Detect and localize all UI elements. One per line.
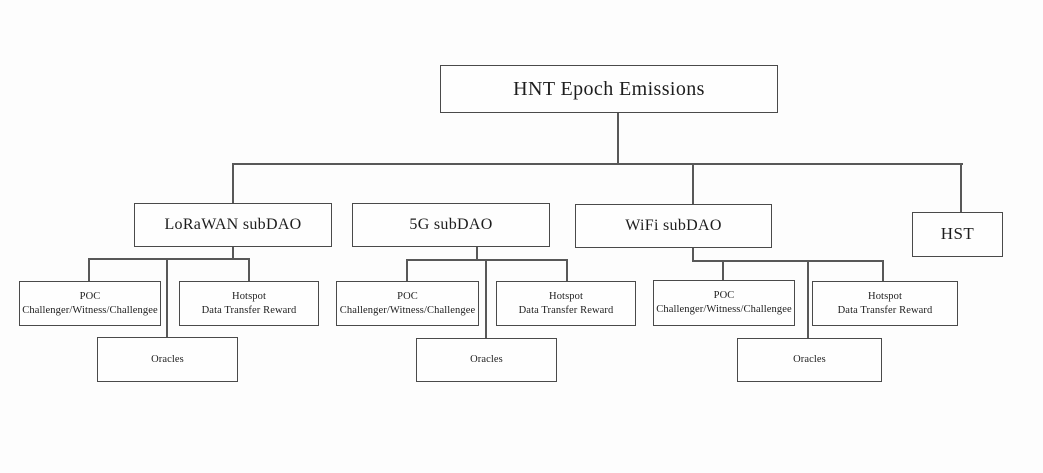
connector-wifi-top-stub (692, 163, 694, 205)
connector-lorawan-poc-stub (88, 258, 90, 282)
lorawan-hotspot-line2: Data Transfer Reward (201, 304, 297, 316)
node-hst: HST (912, 212, 1003, 257)
connector-5g-branch-bus (406, 259, 568, 261)
root-label: HNT Epoch Emissions (513, 78, 705, 100)
lorawan-hotspot-line1: Hotspot (232, 290, 266, 302)
wifi-poc-line2: Challenger/Witness/Challengee (656, 304, 792, 315)
node-5g-oracles: Oracles (416, 338, 557, 382)
wifi-oracles-label: Oracles (793, 354, 826, 366)
node-wifi-oracles: Oracles (737, 338, 882, 382)
lorawan-poc-line1: POC (79, 290, 101, 302)
connector-root-stub (617, 112, 619, 165)
connector-wifi-bottom-stub (692, 248, 694, 262)
node-wifi-hotspot: Hotspot Data Transfer Reward (812, 281, 958, 326)
wifi-hotspot-line2: Data Transfer Reward (837, 304, 933, 316)
connector-5g-oracles-line (485, 259, 487, 339)
connector-lorawan-bottom-stub (232, 247, 234, 260)
node-lorawan-poc: POC Challenger/Witness/Challengee (19, 281, 161, 326)
connector-wifi-hotspot-stub (882, 260, 884, 282)
lorawan-subdao-label: LoRaWAN subDAO (164, 215, 302, 233)
node-5g-hotspot: Hotspot Data Transfer Reward (496, 281, 636, 326)
node-wifi-subdao: WiFi subDAO (575, 204, 772, 248)
5g-hotspot-line2: Data Transfer Reward (518, 304, 614, 316)
lorawan-poc-line2: Challenger/Witness/Challengee (22, 304, 158, 316)
hst-label: HST (940, 224, 975, 244)
connector-lorawan-top-stub (232, 163, 234, 204)
connector-5g-bottom-stub (476, 247, 478, 261)
node-lorawan-subdao: LoRaWAN subDAO (134, 203, 332, 247)
5g-oracles-label: Oracles (470, 354, 503, 366)
5g-poc-line1: POC (397, 290, 418, 302)
wifi-poc-line1: POC (713, 290, 735, 302)
connector-wifi-poc-stub (722, 260, 724, 281)
node-5g-poc: POC Challenger/Witness/Challengee (336, 281, 479, 326)
connector-hst-top-stub (960, 163, 962, 213)
connector-5g-hotspot-stub (566, 259, 568, 282)
node-lorawan-hotspot: Hotspot Data Transfer Reward (179, 281, 319, 326)
node-lorawan-oracles: Oracles (97, 337, 238, 382)
connector-lorawan-oracles-line (166, 258, 168, 338)
5g-subdao-label: 5G subDAO (409, 215, 493, 233)
connector-lorawan-branch-bus (88, 258, 250, 260)
node-5g-subdao: 5G subDAO (352, 203, 550, 247)
connector-lorawan-hotspot-stub (248, 258, 250, 282)
connector-main-bus (232, 163, 963, 165)
node-hnt-epoch-emissions: HNT Epoch Emissions (440, 65, 778, 113)
5g-hotspot-line1: Hotspot (549, 290, 583, 302)
lorawan-oracles-label: Oracles (151, 353, 184, 365)
connector-wifi-branch-bus (692, 260, 884, 262)
connector-5g-poc-stub (406, 259, 408, 282)
connector-wifi-oracles-line (807, 260, 809, 339)
5g-poc-line2: Challenger/Witness/Challengee (339, 304, 476, 316)
wifi-hotspot-line1: Hotspot (868, 290, 902, 302)
node-wifi-poc: POC Challenger/Witness/Challengee (653, 280, 795, 326)
wifi-subdao-label: WiFi subDAO (625, 216, 722, 234)
